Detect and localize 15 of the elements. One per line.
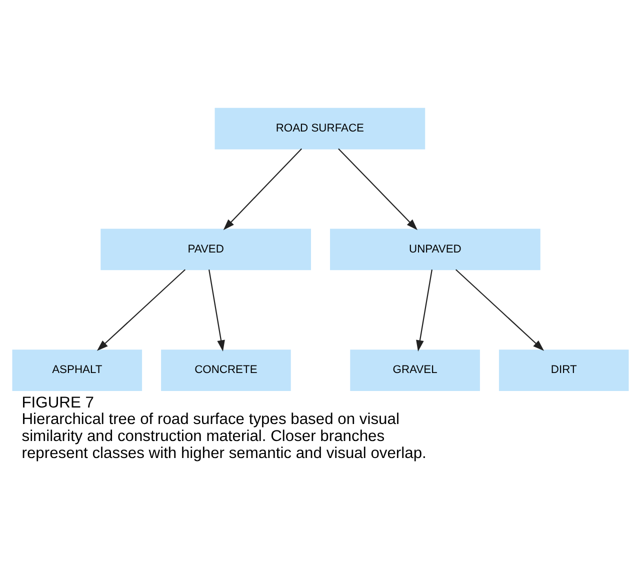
arrow [96, 268, 186, 350]
node-box: ASPHALT [12, 349, 142, 390]
node-box: PAVED [100, 228, 311, 270]
caption: Hierarchical tree of road surface types based on visual similarity and construction material. Closer branches represent classes with higher semantic and visual overlap. [22, 410, 426, 462]
node-box: ROAD SURFACE [214, 107, 426, 149]
arrow [455, 268, 544, 350]
diagram-title: FIGURE 7 [22, 394, 94, 411]
arrow [223, 148, 302, 230]
node-box: UNPAVED [330, 228, 540, 270]
node-box: GRAVEL [350, 349, 480, 390]
node-box: DIRT [498, 349, 629, 390]
arrow [416, 269, 432, 351]
arrow [338, 148, 418, 230]
arrow [208, 269, 225, 351]
node-box: CONCRETE [161, 349, 291, 390]
